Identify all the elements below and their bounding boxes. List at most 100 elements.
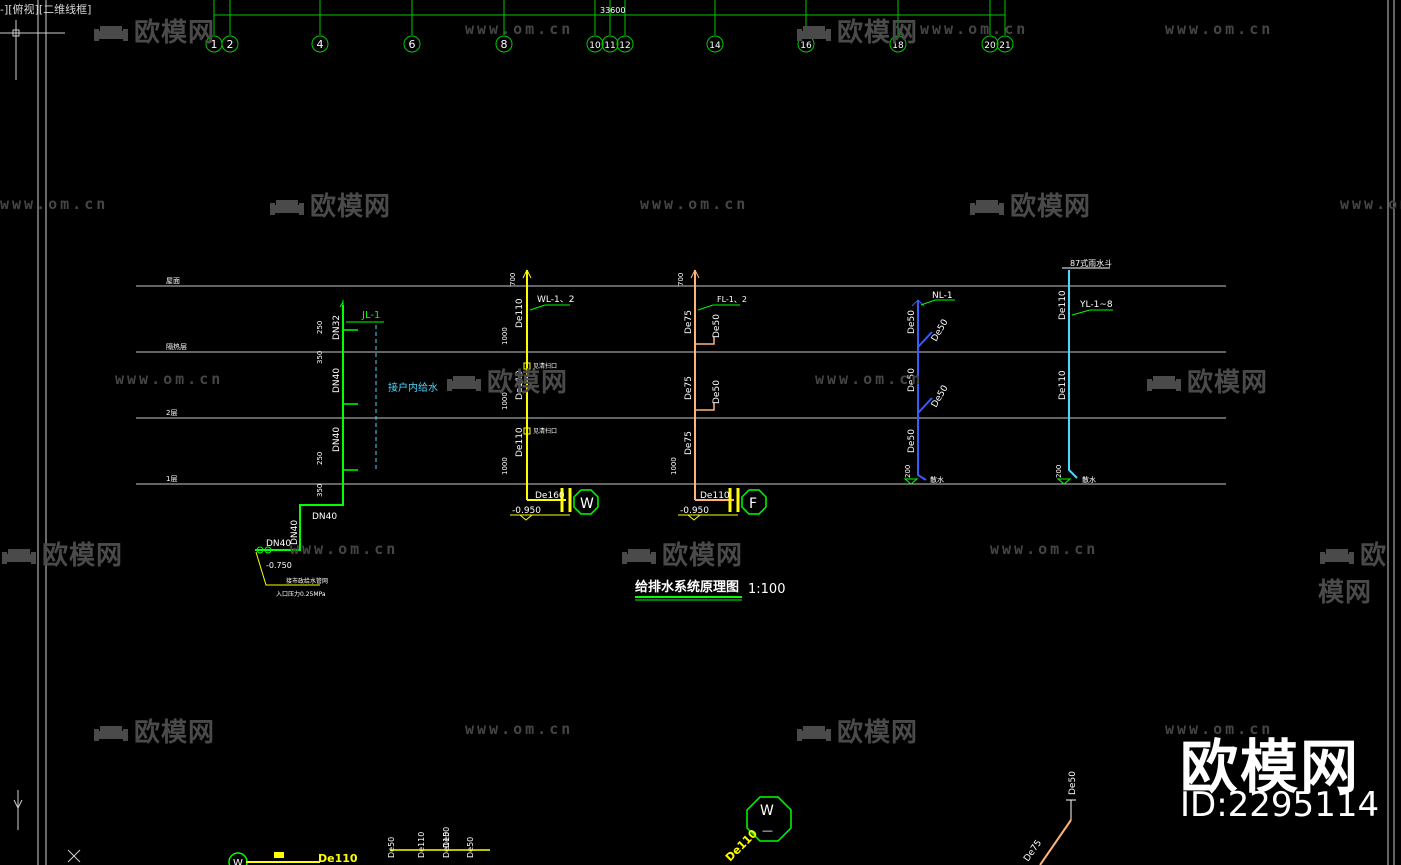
wl-label-leader bbox=[529, 304, 570, 311]
grid-axis-label: 8 bbox=[501, 38, 508, 51]
sofa-icon bbox=[622, 549, 656, 564]
jl-dims: 250 350 250 350 bbox=[316, 321, 324, 497]
grid-axis-label: 20 bbox=[984, 41, 996, 51]
floor-label: 隔热层 bbox=[166, 342, 187, 351]
jl-elev: -0.750 bbox=[266, 561, 292, 570]
brand-watermark-text: 欧模网 bbox=[134, 718, 216, 748]
url-watermark: www.om.cn bbox=[1165, 20, 1274, 38]
url-watermark: www.om.cn bbox=[290, 540, 399, 558]
url-watermark: www.om.cn bbox=[990, 540, 1099, 558]
wl-symbol[interactable]: W bbox=[573, 489, 599, 515]
svg-text:W: W bbox=[760, 803, 774, 819]
grid-axis-2: 2 bbox=[221, 0, 239, 53]
grid-axis-label: 14 bbox=[709, 41, 721, 51]
wl-name: WL-1、2 bbox=[537, 295, 574, 305]
url-watermark: www.om.cn bbox=[920, 20, 1029, 38]
sofa-icon bbox=[94, 726, 128, 741]
grid-axis-10: 10 bbox=[586, 0, 604, 53]
ucs-crosshair bbox=[0, 0, 81, 865]
pipe-nl[interactable] bbox=[911, 299, 933, 481]
yl-elev-mark bbox=[1056, 478, 1072, 485]
wl-check2: 见清扫口 bbox=[533, 427, 557, 435]
nl-name: NL-1 bbox=[932, 291, 953, 301]
grid-axis-18: 18 bbox=[889, 0, 907, 53]
floor-line: 2层 bbox=[136, 409, 1226, 419]
brand-watermark: 欧模网 bbox=[1145, 362, 1268, 399]
bottom-w-symbol[interactable]: W — bbox=[746, 796, 792, 842]
floor-line: 1层 bbox=[136, 475, 1226, 485]
jl-dn40e: DN40 bbox=[266, 539, 291, 549]
grid-axis-label: 6 bbox=[409, 38, 416, 51]
grid-axis-label: 1 bbox=[211, 38, 218, 51]
grid-axis-12: 12 bbox=[616, 0, 634, 53]
fl-label-leader bbox=[697, 304, 740, 311]
grid-axis-label: 12 bbox=[619, 41, 630, 51]
wl-seg1: De110 bbox=[515, 370, 525, 400]
dimension-top-text: 33600 bbox=[600, 6, 625, 15]
floor-label: 屋面 bbox=[166, 277, 180, 285]
sofa-icon bbox=[270, 200, 304, 215]
url-watermark: www.om.cn bbox=[640, 195, 749, 213]
nl-seg3: De50 bbox=[907, 429, 917, 453]
drawing-border bbox=[1387, 0, 1395, 865]
wl-top: 700 bbox=[509, 273, 517, 286]
bottom-de75: De75 bbox=[1022, 838, 1044, 863]
svg-text:F: F bbox=[749, 496, 757, 512]
nl-seg2: De50 bbox=[907, 368, 917, 392]
fl-branch1: De50 bbox=[712, 314, 722, 338]
svg-text:De50: De50 bbox=[442, 827, 451, 848]
brand-watermark: 欧模网 bbox=[445, 362, 568, 399]
url-watermark: www.om.cn bbox=[115, 370, 224, 388]
floor-line: 隔热层 bbox=[136, 342, 1226, 353]
yl-seg1: De110 bbox=[1058, 290, 1068, 320]
jl-name: JL-1 bbox=[361, 310, 380, 321]
fl-symbol[interactable]: F bbox=[741, 489, 767, 515]
wl-dims: 1000 1000 1000 bbox=[501, 327, 509, 475]
svg-text:350: 350 bbox=[316, 351, 324, 364]
fl-seg1: De75 bbox=[684, 376, 694, 400]
sofa-icon bbox=[797, 726, 831, 741]
pipe-wl[interactable] bbox=[510, 269, 572, 516]
svg-text:250: 250 bbox=[316, 452, 324, 465]
fl-seg2: De75 bbox=[684, 431, 694, 455]
brand-watermark-text: 欧模网 bbox=[310, 192, 392, 222]
drawing-scale: 1:100 bbox=[748, 582, 785, 597]
bottom-de50: De50 bbox=[1068, 771, 1078, 795]
url-watermark: www.om.cn bbox=[465, 20, 574, 38]
brand-watermark-text: 欧模网 bbox=[134, 18, 216, 48]
grid-axis-label: 21 bbox=[999, 41, 1010, 51]
yl-seg2: De110 bbox=[1058, 370, 1068, 400]
brand-watermark-text: 欧模网 bbox=[837, 18, 919, 48]
svg-text:W: W bbox=[233, 858, 243, 865]
brand-watermark-text: 欧模网 bbox=[1187, 368, 1269, 398]
url-watermark: www.om.cn bbox=[0, 195, 109, 213]
pipe-jl-1[interactable] bbox=[255, 300, 358, 554]
brand-watermark-text: 欧模网 bbox=[42, 541, 124, 571]
nl-b1: De50 bbox=[930, 318, 951, 344]
jl-dn40b: DN40 bbox=[332, 427, 342, 452]
url-watermark: www.om.cn bbox=[1340, 195, 1401, 213]
brand-watermark: 欧模网 bbox=[620, 535, 743, 572]
brand-watermark-text: 欧模网 bbox=[487, 368, 569, 398]
nl-b2: De50 bbox=[930, 384, 951, 410]
brand-watermark: 欧模网 bbox=[795, 12, 918, 49]
wl-elev: -0.950 bbox=[512, 506, 541, 516]
pipe-fl[interactable] bbox=[690, 269, 734, 501]
wl-outlet: De160 bbox=[535, 491, 565, 501]
viewport-label[interactable]: -][俯视][二维线框] bbox=[0, 3, 92, 16]
wl-seg2: De110 bbox=[515, 427, 525, 457]
yl-label-leader bbox=[1071, 309, 1113, 316]
url-watermark: www.om.cn bbox=[465, 720, 574, 738]
sofa-icon bbox=[970, 200, 1004, 215]
brand-watermark: 欧模网 bbox=[0, 535, 123, 572]
fl-top: 700 bbox=[677, 273, 685, 286]
nl-end: 散水 bbox=[930, 475, 944, 484]
brand-watermark-text: 欧模网 bbox=[837, 718, 919, 748]
svg-text:De110: De110 bbox=[442, 832, 451, 858]
bottom-de110: De110 bbox=[723, 827, 760, 864]
svg-text:De110: De110 bbox=[318, 852, 358, 865]
jl-note1: 接市政给水管网 bbox=[286, 577, 328, 585]
